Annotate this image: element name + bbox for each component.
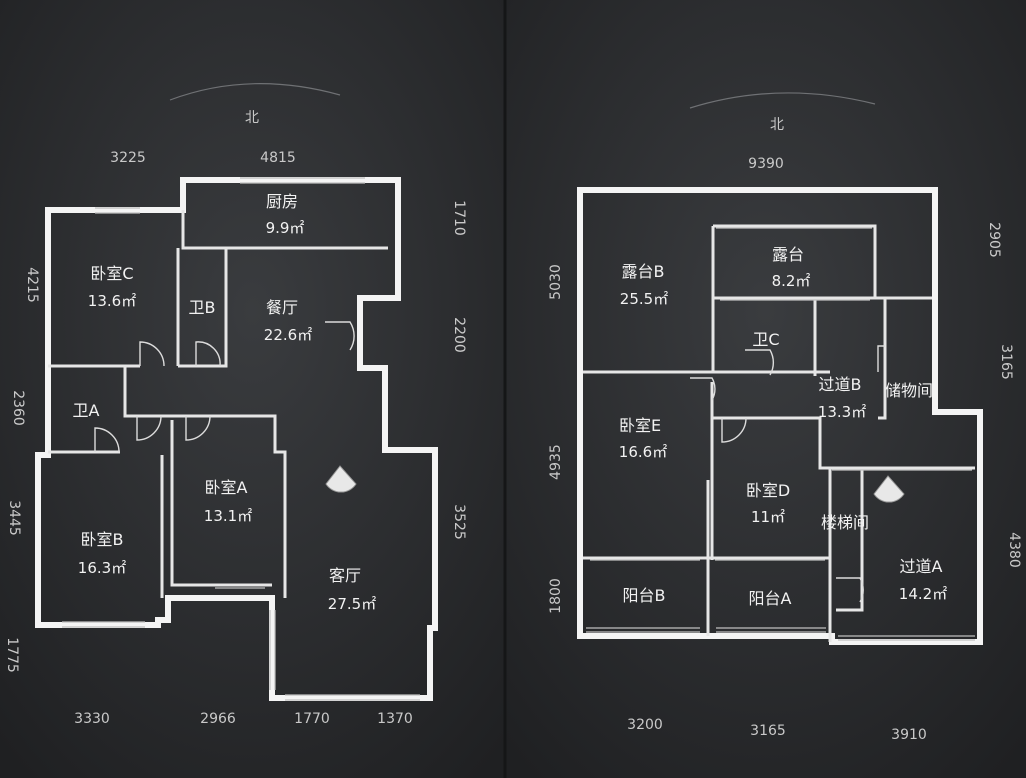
dimension-bottom: 1770 xyxy=(294,711,330,727)
north-arc xyxy=(169,83,341,101)
dimension-right: 2200 xyxy=(451,317,467,353)
dimension-right: 3165 xyxy=(998,344,1014,380)
room-name: 卧室C xyxy=(90,264,133,283)
room-area: 14.2㎡ xyxy=(899,585,947,603)
room-name: 楼梯间 xyxy=(821,513,869,532)
exterior-wall xyxy=(35,177,438,701)
interior-wall xyxy=(713,224,877,298)
dimension-top: 9390 xyxy=(748,156,784,172)
room-name: 储物间 xyxy=(885,381,933,400)
room-area: 16.6㎡ xyxy=(619,443,667,461)
plan-left: 北 3225 4815 1710 2200 3525 4215 2360 344… xyxy=(4,83,467,727)
room-area: 27.5㎡ xyxy=(328,595,376,613)
dimension-top: 4815 xyxy=(260,150,296,166)
door xyxy=(94,321,355,453)
interior-wall xyxy=(170,420,272,587)
dimension-left: 3445 xyxy=(6,500,22,536)
room-area: 16.3㎡ xyxy=(78,559,126,577)
room-area: 22.6㎡ xyxy=(264,326,312,344)
dimension-right: 4380 xyxy=(1006,532,1022,568)
plan-right: 北 9390 5030 4935 1800 2905 3165 4380 320… xyxy=(548,92,1022,743)
interior-wall xyxy=(878,298,887,420)
dimension-bottom: 3910 xyxy=(891,727,927,743)
room-name: 卫A xyxy=(73,401,100,420)
window xyxy=(62,177,420,701)
dimension-bottom: 3200 xyxy=(627,717,663,733)
room-name: 露台B xyxy=(622,262,665,281)
north-label: 北 xyxy=(770,117,784,133)
dimension-left: 1775 xyxy=(4,637,20,673)
room-name: 客厅 xyxy=(329,566,361,585)
dimension-left: 4215 xyxy=(24,267,40,303)
dimension-top: 3225 xyxy=(110,150,146,166)
room-name: 阳台B xyxy=(623,586,666,605)
room-name: 过道B xyxy=(819,375,862,394)
dimension-left: 4935 xyxy=(548,444,564,480)
room-area: 8.2㎡ xyxy=(772,272,811,290)
dimension-right: 3525 xyxy=(451,504,467,540)
room-area: 25.5㎡ xyxy=(620,290,668,308)
room-name: 阳台A xyxy=(749,589,792,608)
north-label: 北 xyxy=(245,110,259,126)
room-name: 过道A xyxy=(900,557,943,576)
dimension-bottom: 2966 xyxy=(200,711,236,727)
room-area: 11㎡ xyxy=(751,508,785,526)
room-area: 13.1㎡ xyxy=(204,507,252,525)
compass-icon xyxy=(325,465,357,493)
window xyxy=(586,227,975,641)
room-name: 露台 xyxy=(772,245,804,264)
dimension-bottom: 3165 xyxy=(750,723,786,739)
interior-wall xyxy=(712,416,975,470)
compass-icon xyxy=(873,475,905,503)
dimension-bottom: 3330 xyxy=(74,711,110,727)
sheet-right xyxy=(505,0,1026,778)
room-name: 卧室E xyxy=(619,416,661,435)
door xyxy=(690,345,885,603)
sheet-left xyxy=(0,0,505,778)
room-name: 餐厅 xyxy=(266,298,298,317)
interior-wall xyxy=(178,248,228,368)
room-name: 卧室B xyxy=(81,530,124,549)
room-area: 13.3㎡ xyxy=(818,403,866,421)
interior-wall xyxy=(123,366,287,598)
north-arc xyxy=(689,92,876,109)
dimension-left: 5030 xyxy=(548,264,564,300)
interior-wall xyxy=(836,468,864,612)
interior-wall xyxy=(181,210,388,250)
room-name: 厨房 xyxy=(266,192,298,211)
dimension-bottom: 1370 xyxy=(377,711,413,727)
dimension-right: 1710 xyxy=(451,200,467,236)
room-name: 卧室A xyxy=(205,478,248,497)
dimension-left: 2360 xyxy=(10,390,26,426)
dimension-left: 1800 xyxy=(548,578,564,614)
dimension-right: 2905 xyxy=(986,222,1002,258)
room-area: 9.9㎡ xyxy=(266,219,305,237)
room-name: 卧室D xyxy=(746,481,790,500)
exterior-wall xyxy=(577,187,983,645)
room-name: 卫C xyxy=(752,330,779,349)
room-name: 卫B xyxy=(189,298,216,317)
room-area: 13.6㎡ xyxy=(88,292,136,310)
